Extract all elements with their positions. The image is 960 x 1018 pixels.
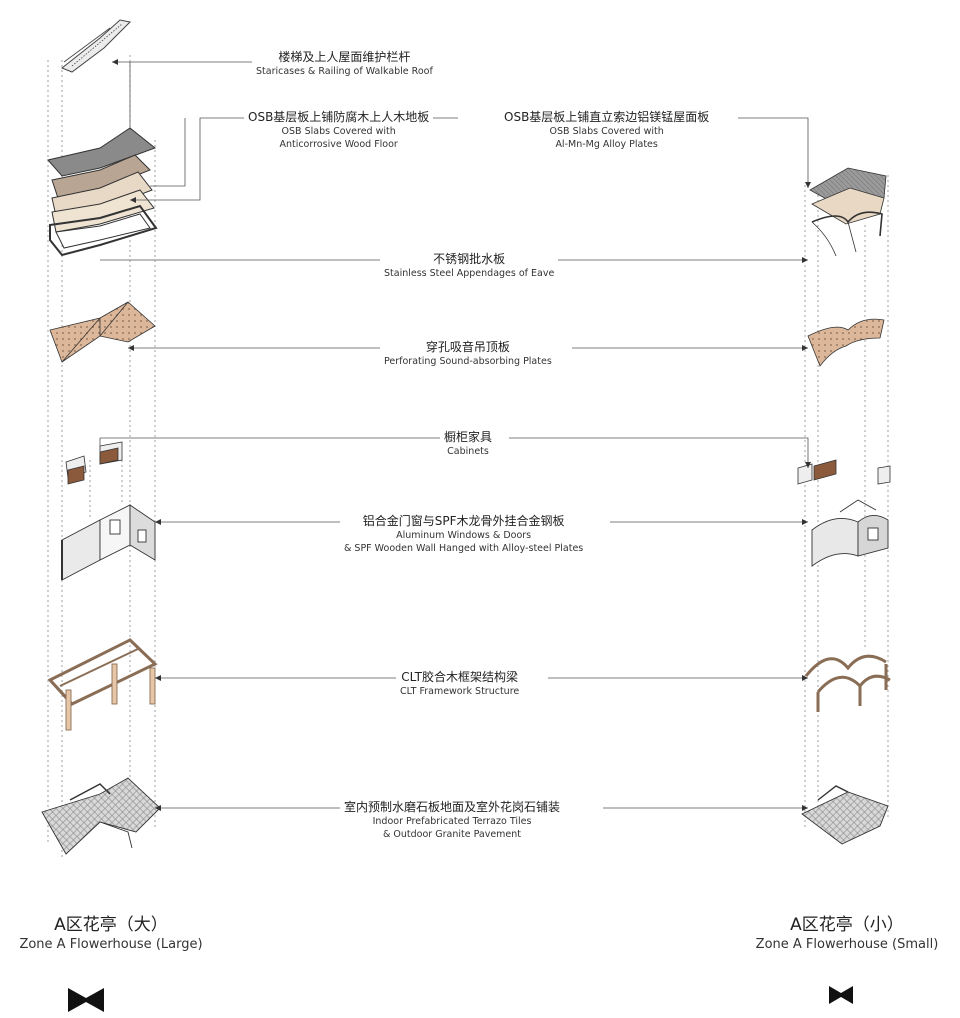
- layer-label-wood-floor: OSB基层板上铺防腐木上人木地板 OSB Slabs Covered with …: [244, 110, 434, 151]
- roof-plates-small-illustration: [809, 167, 887, 257]
- zone-title-cn: A区花亭（大）: [54, 915, 168, 935]
- layer-label-stair-railing: 楼梯及上人屋面维护栏杆 Staricases & Railing of Walk…: [252, 50, 437, 78]
- layer-label-walls: 铝合金门窗与SPF木龙骨外挂合金钢板 Aluminum Windows & Do…: [340, 514, 588, 555]
- layer-label-en: Staricases & Railing of Walkable Roof: [256, 66, 433, 77]
- layer-label-cn: 楼梯及上人屋面维护栏杆: [278, 50, 411, 64]
- layer-label-cn: 不锈钢批水板: [433, 252, 506, 266]
- layer-label-en: & Outdoor Granite Pavement: [383, 829, 522, 840]
- clt-frame-large-illustration: [47, 638, 158, 731]
- layer-label-en: Al-Mn-Mg Alloy Plates: [555, 139, 658, 150]
- layer-label-cn: 室内预制水磨石板地面及室外花岗石铺装: [344, 800, 561, 814]
- leader-lines: [99, 61, 809, 809]
- terrazzo-floor-small-illustration: [801, 785, 889, 845]
- perforated-ceiling-large-illustration: [49, 301, 156, 363]
- layer-label-en: & SPF Wooden Wall Hanged with Alloy-stee…: [344, 543, 584, 554]
- layer-label-en: Perforating Sound-absorbing Plates: [384, 356, 552, 367]
- cabinets-large-illustration: [65, 441, 123, 485]
- layer-label-cn: 穿孔吸音吊顶板: [425, 340, 510, 354]
- zone-title-large: A区花亭（大） Zone A Flowerhouse (Large): [0, 914, 222, 954]
- layer-label-roof-plates: OSB基层板上铺直立索边铝镁锰屋面板 OSB Slabs Covered wit…: [500, 110, 714, 151]
- zone-title-en: Zone A Flowerhouse (Large): [19, 937, 203, 952]
- layer-label-en: CLT Framework Structure: [400, 686, 520, 697]
- layer-label-cabinets: 橱柜家具 Cabinets: [440, 430, 497, 458]
- zone-title-en: Zone A Flowerhouse (Small): [755, 937, 939, 952]
- terrazzo-floor-large-illustration: [41, 777, 161, 855]
- layer-label-en: Stainless Steel Appendages of Eave: [384, 268, 555, 279]
- layer-label-en: Indoor Prefabricated Terrazo Tiles: [372, 816, 532, 827]
- layer-label-en: Cabinets: [447, 446, 489, 457]
- layer-label-cn: CLT胶合木框架结构梁: [401, 670, 518, 684]
- layer-label-cn: OSB基层板上铺直立索边铝镁锰屋面板: [504, 110, 710, 124]
- leader-arrowheads: [112, 59, 811, 811]
- cabinets-small-illustration: [797, 459, 891, 485]
- walls-windows-small-illustration: [811, 499, 889, 567]
- zone-title-small: A区花亭（小） Zone A Flowerhouse (Small): [738, 914, 956, 954]
- layer-label-clt-frame: CLT胶合木框架结构梁 CLT Framework Structure: [396, 670, 524, 698]
- stair-railing-illustration: [61, 19, 132, 73]
- logo-mark-icon: [829, 986, 853, 1004]
- layer-label-en: Aluminum Windows & Doors: [396, 530, 532, 541]
- perforated-ceiling-small-illustration: [807, 318, 885, 367]
- layer-label-eave: 不锈钢批水板 Stainless Steel Appendages of Eav…: [380, 252, 559, 280]
- layer-label-en: OSB Slabs Covered with: [281, 126, 396, 137]
- layer-label-floor-paving: 室内预制水磨石板地面及室外花岗石铺装 Indoor Prefabricated …: [340, 800, 565, 841]
- logo-mark-icon: [68, 988, 104, 1012]
- layer-label-en: OSB Slabs Covered with: [549, 126, 664, 137]
- wood-floor-layers-illustration: [47, 127, 158, 257]
- layer-label-ceiling: 穿孔吸音吊顶板 Perforating Sound-absorbing Plat…: [380, 340, 556, 368]
- walls-windows-large-illustration: [61, 504, 156, 581]
- layer-label-en: Anticorrosive Wood Floor: [279, 139, 398, 150]
- layer-label-cn: 铝合金门窗与SPF木龙骨外挂合金钢板: [362, 514, 565, 528]
- clt-frame-small-illustration: [804, 654, 891, 712]
- layer-label-cn: 橱柜家具: [444, 430, 493, 444]
- zone-title-cn: A区花亭（小）: [790, 915, 904, 935]
- layer-label-cn: OSB基层板上铺防腐木上人木地板: [248, 110, 430, 124]
